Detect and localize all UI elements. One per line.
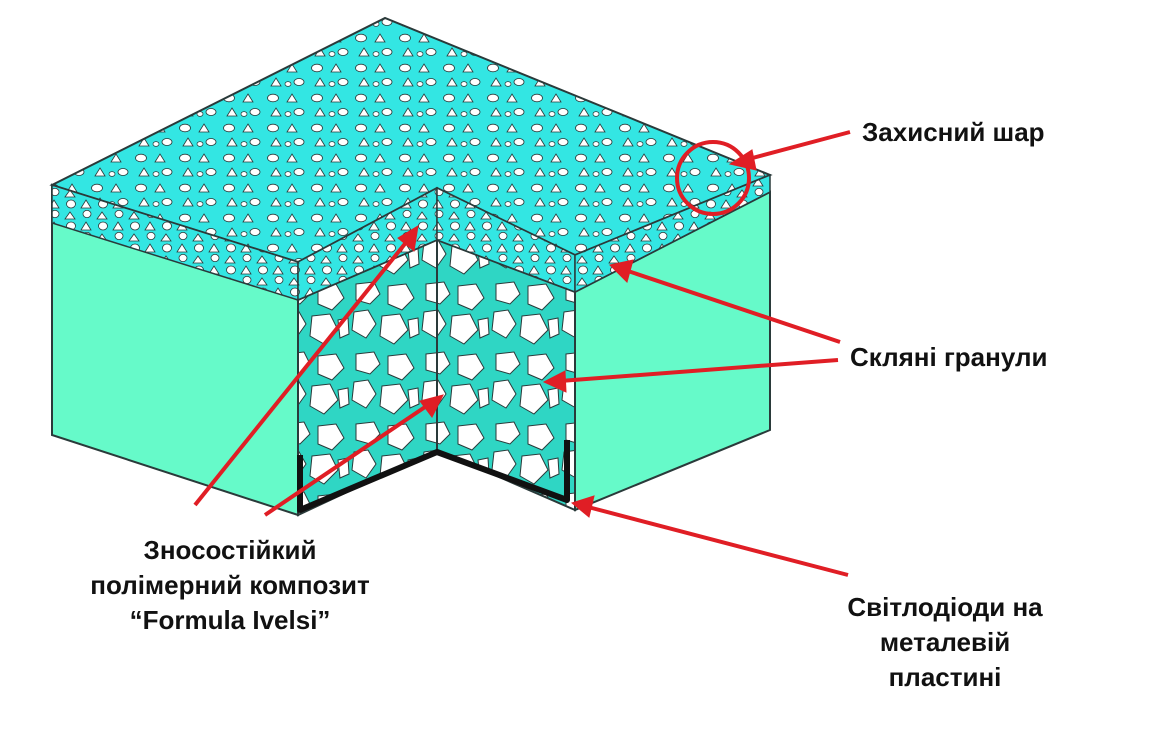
arrow-composite-2-head <box>419 394 444 418</box>
arrow-leds-head <box>570 495 595 518</box>
arrow-composite-1-head <box>397 225 419 252</box>
label-glass-granules: Скляні гранули <box>850 342 1048 372</box>
arrow-protective-line <box>744 130 851 162</box>
label-leds: Світлодіоди на металевій пластині <box>790 590 1100 695</box>
arrow-composite-1-line <box>193 238 410 507</box>
arrow-glass-mid-line <box>559 358 839 383</box>
arrows <box>193 130 851 577</box>
label-leds-line-3: пластині <box>888 662 1002 692</box>
label-composite-line-3: “Formula Ivelsi” <box>129 605 331 635</box>
label-composite: Зносостійкий полімерний композит “Formul… <box>20 533 440 638</box>
label-leds-line-1: Світлодіоди на <box>847 592 1043 622</box>
label-composite-line-1: Зносостійкий <box>143 535 317 565</box>
arrow-protective-head <box>728 149 757 171</box>
arrow-leds-line <box>587 505 849 577</box>
arrow-composite-2-line <box>263 403 430 517</box>
label-composite-line-2: полімерний композит <box>90 570 370 600</box>
arrow-glass-top-line <box>624 268 841 344</box>
arrow-glass-top-head <box>608 259 634 283</box>
arrow-glass-mid-head <box>542 370 567 393</box>
highlight-circle <box>675 140 751 216</box>
label-leds-line-2: металевій <box>879 627 1011 657</box>
label-protective-layer: Захисний шар <box>862 117 1045 147</box>
